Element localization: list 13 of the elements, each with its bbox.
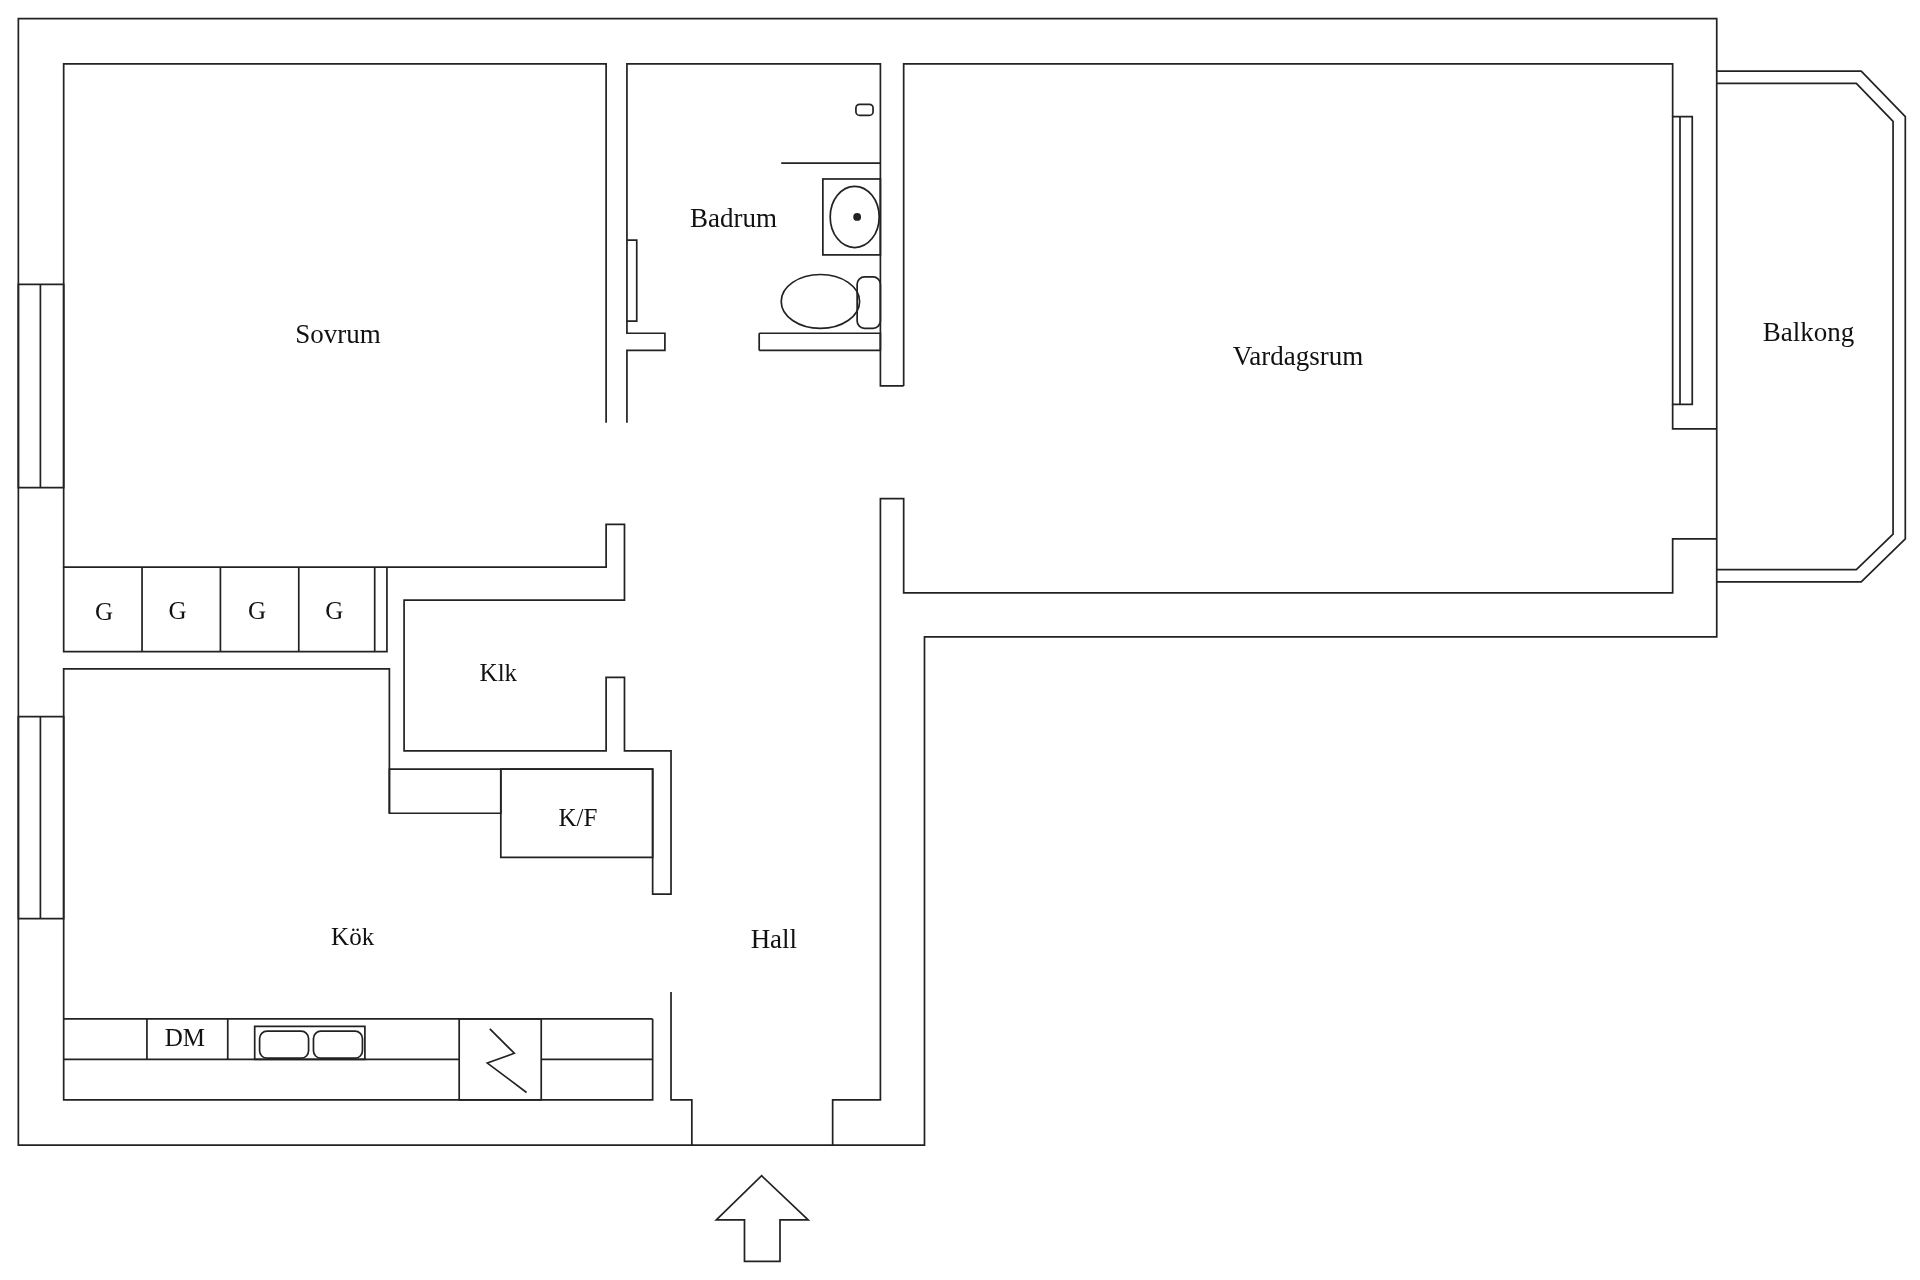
room-label: Vardagsrum: [1232, 342, 1364, 370]
room-label: K/F: [558, 804, 598, 830]
room-label: G: [325, 597, 344, 623]
room-label: G: [168, 597, 187, 623]
room-label: Hall: [750, 925, 798, 953]
room-label: G: [95, 598, 114, 624]
room-label: Balkong: [1762, 318, 1855, 346]
room-label: Kök: [331, 923, 375, 949]
room-label: Klk: [479, 659, 518, 685]
room-label: DM: [164, 1024, 206, 1050]
room-label: Sovrum: [295, 320, 381, 348]
room-label: Badrum: [689, 204, 777, 232]
room-label: G: [248, 597, 267, 623]
